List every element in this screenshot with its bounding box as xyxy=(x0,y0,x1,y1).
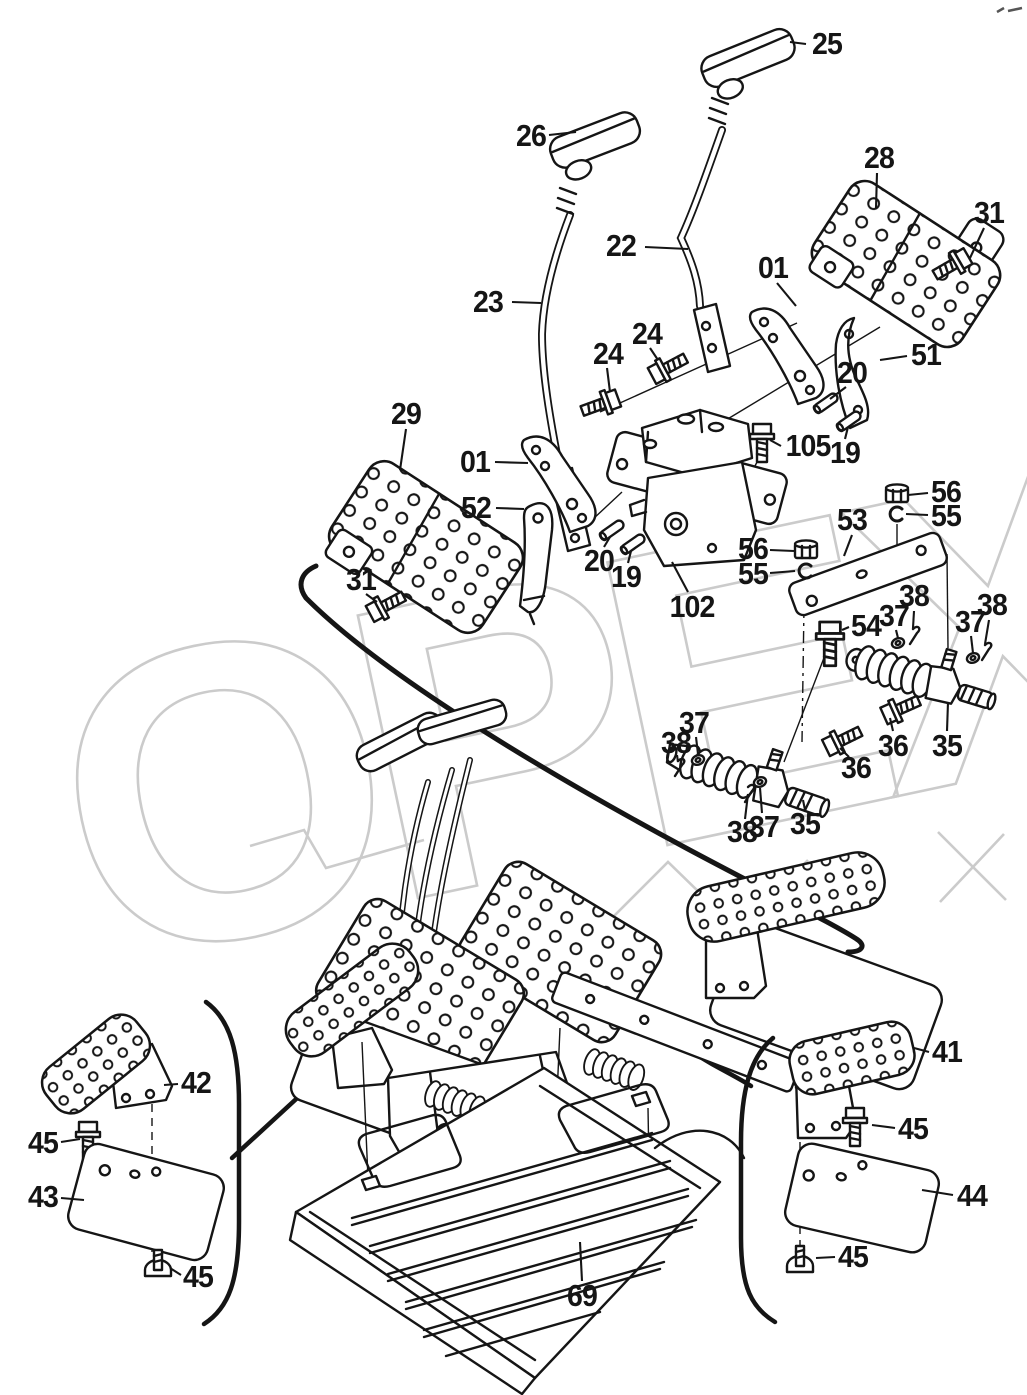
leader-line xyxy=(776,282,797,307)
corner-print-mark xyxy=(996,6,1023,14)
leader-line xyxy=(815,1255,836,1260)
leader-line xyxy=(874,172,879,209)
leader-line xyxy=(626,550,633,564)
leader-line xyxy=(888,717,895,732)
leader-line xyxy=(983,619,991,645)
leader-line xyxy=(671,561,689,593)
leader-line xyxy=(365,593,378,603)
leader-line xyxy=(398,428,408,471)
leader-line xyxy=(169,1267,182,1276)
spring-assembly-35-upper xyxy=(845,642,997,711)
leader-line xyxy=(769,439,782,447)
leader-line xyxy=(789,40,807,46)
pedal-29 xyxy=(324,459,525,635)
footrest-group-left xyxy=(40,999,242,1327)
callout-leader-lines xyxy=(60,40,991,1282)
bracket-52 xyxy=(518,502,554,626)
bracket-01-right xyxy=(748,307,825,406)
plate-53 xyxy=(788,531,948,617)
knob-25 xyxy=(700,27,796,100)
leader-line xyxy=(894,629,900,639)
footrest-group-right xyxy=(738,1020,941,1325)
nut-56-b xyxy=(793,539,819,560)
leader-line xyxy=(578,1241,584,1282)
leader-line xyxy=(494,460,529,465)
leader-line xyxy=(758,787,764,814)
leader-line xyxy=(495,506,525,511)
leader-line xyxy=(911,610,916,629)
leader-line xyxy=(769,569,796,575)
leader-line xyxy=(843,534,853,557)
knob-26 xyxy=(548,111,642,181)
leader-line xyxy=(945,701,950,732)
leader-line xyxy=(511,300,542,305)
leader-line xyxy=(871,1123,896,1130)
lever-22 xyxy=(676,27,796,374)
leader-line xyxy=(743,793,750,820)
leader-line xyxy=(644,245,689,251)
leader-line xyxy=(769,548,795,553)
leader-line xyxy=(694,736,700,755)
leader-line xyxy=(60,1137,81,1144)
bracket-51 xyxy=(834,316,870,430)
leader-line xyxy=(60,1196,85,1202)
leader-line xyxy=(548,130,577,137)
leader-line xyxy=(649,347,659,361)
leader-line xyxy=(843,426,850,440)
leader-line xyxy=(921,1188,954,1197)
leader-line xyxy=(675,754,680,763)
leader-line xyxy=(969,227,985,259)
pedal-28 xyxy=(808,179,1005,349)
leader-line xyxy=(801,799,807,811)
leader-line xyxy=(841,626,850,631)
leader-line xyxy=(605,367,612,393)
bracket-01-left xyxy=(520,435,597,534)
leader-line xyxy=(905,512,929,517)
floor-plate-69 xyxy=(288,1066,746,1395)
leader-line xyxy=(913,1046,930,1054)
bolt-24-b xyxy=(576,385,624,424)
nut-56-a xyxy=(884,483,910,504)
leader-line xyxy=(829,386,847,400)
leader-line xyxy=(839,747,850,758)
leader-line xyxy=(163,1082,179,1087)
valve-102 xyxy=(606,408,788,568)
leader-line xyxy=(603,536,611,548)
leader-line xyxy=(879,354,908,362)
leader-line xyxy=(969,635,975,654)
leader-line xyxy=(907,491,929,497)
